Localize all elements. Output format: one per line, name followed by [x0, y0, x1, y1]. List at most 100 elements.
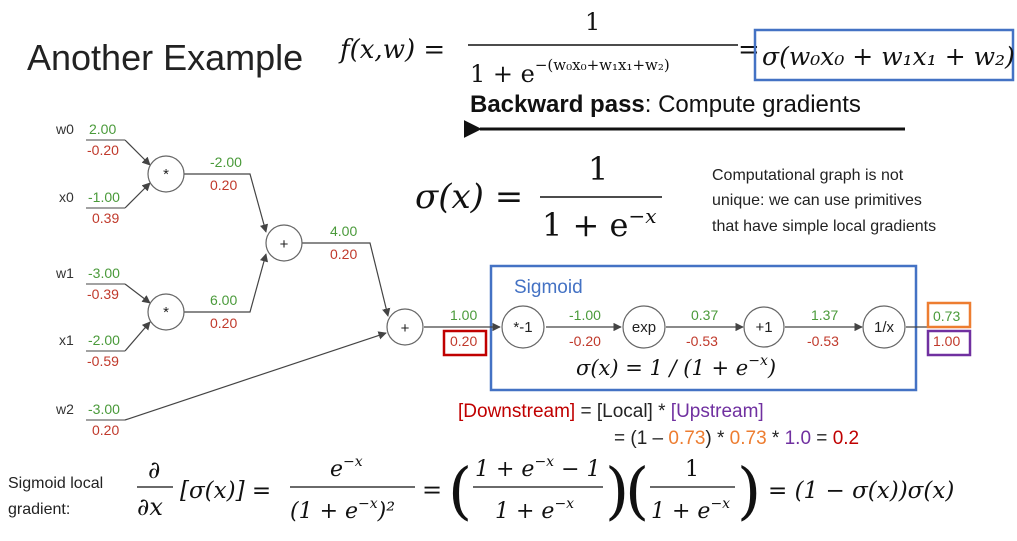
- edge-mul0-add0: [184, 173, 269, 233]
- input-value-x1: -2.00: [88, 332, 120, 348]
- node-reciprocal: 1/x: [862, 305, 906, 349]
- input-grad-w2: 0.20: [92, 422, 119, 438]
- node-neg: *-1: [501, 305, 545, 349]
- input-name-w1: w1: [55, 265, 74, 281]
- frac3-numerator: 1: [685, 457, 699, 482]
- edge-plus1-value: 1.37: [811, 307, 838, 323]
- edge-mul1-add0: [184, 253, 269, 313]
- node-add-0: +: [265, 224, 303, 262]
- sigma-definition: σ(x) = 1 1 + e−x: [415, 150, 662, 244]
- inputs: w0 2.00 -0.20 x0 -1.00 0.39 w1 -3.00 -0.…: [55, 121, 120, 438]
- edge-add0-value: 4.00: [330, 223, 357, 239]
- sigma-def-numerator: 1: [588, 150, 608, 188]
- chain-rule-line-2: = (1 – 0.73) * 0.73 * 1.0 = 0.2: [614, 428, 859, 449]
- edge-final-grad: 1.00: [933, 333, 960, 349]
- top-formula-lhs: f(x,w) =: [338, 35, 445, 65]
- node-mul-0-label: *: [163, 166, 169, 183]
- input-underlines: [86, 139, 125, 421]
- note-text: Computational graph is not unique: we ca…: [712, 167, 936, 235]
- backward-pass-heading: Backward pass: Compute gradients: [470, 91, 861, 118]
- paren-close-2: ): [737, 454, 761, 527]
- node-plus1-label: +1: [755, 319, 772, 336]
- output-value-highlight-box: [926, 301, 972, 329]
- note-line-1: Computational graph is not: [712, 167, 904, 184]
- edge-mul1-value: 6.00: [210, 292, 237, 308]
- note-line-2: unique: we can use primitives: [712, 192, 922, 209]
- derivative-denominator: ∂x: [137, 493, 163, 521]
- sigmoid-gradient-formula: ∂ ∂x [σ(x)] = e−x (1 + e−x)² = ( 1 + e−x…: [137, 454, 954, 527]
- note-line-3: that have simple local gradients: [712, 218, 936, 235]
- node-add-1: +: [386, 308, 424, 346]
- edge-labels: -2.00 0.20 6.00 0.20 4.00 0.20 1.00 0.20…: [210, 154, 960, 349]
- edge-add1-value: 1.00: [450, 307, 477, 323]
- sigmoid-local-label-1: Sigmoid local: [8, 475, 103, 492]
- edge-mul0-grad: 0.20: [210, 177, 237, 193]
- frac1-denominator: (1 + e−x)²: [290, 496, 395, 524]
- node-mul-0: *: [147, 155, 185, 193]
- equals-2: =: [422, 476, 442, 504]
- input-grad-w0: -0.20: [87, 142, 119, 158]
- top-formula-equals: =: [738, 35, 760, 65]
- input-name-w0: w0: [55, 121, 74, 137]
- graph-edges: [124, 139, 932, 421]
- input-name-x1: x1: [59, 332, 74, 348]
- edge-plus1-grad: -0.53: [807, 333, 839, 349]
- edge-add0-grad: 0.20: [330, 246, 357, 262]
- edge-w1-mul1: [124, 283, 151, 304]
- edge-w0-mul0: [124, 139, 151, 166]
- node-neg-label: *-1: [513, 319, 532, 336]
- input-name-x0: x0: [59, 189, 74, 205]
- node-reciprocal-label: 1/x: [874, 319, 895, 336]
- sigmoid-box-formula: σ(x) = 1 / (1 + e−x): [576, 353, 776, 380]
- boxed-sigmoid-formula-frame: [753, 28, 1015, 82]
- derivative-numerator: ∂: [148, 456, 160, 484]
- edge-exp-grad: -0.53: [686, 333, 718, 349]
- edge-add1-grad: 0.20: [450, 333, 477, 349]
- input-value-w0: 2.00: [89, 121, 116, 137]
- paren-close-1: ): [605, 454, 629, 527]
- graph-nodes: * * + + *-1 exp +1 1/x: [147, 155, 906, 349]
- node-plus1: +1: [743, 306, 785, 348]
- upstream-highlight-box: [926, 329, 972, 357]
- sigmoid-box: [489, 264, 918, 392]
- edge-neg-value: -1.00: [569, 307, 601, 323]
- node-exp: exp: [622, 305, 666, 349]
- input-grad-x0: 0.39: [92, 210, 119, 226]
- edge-final-value: 0.73: [933, 308, 960, 324]
- edge-x1-mul1: [124, 321, 151, 352]
- node-mul-1-label: *: [163, 304, 169, 321]
- chain-rule-line-1: [Downstream] = [Local] * [Upstream]: [458, 401, 764, 422]
- edge-x0-mul0: [124, 182, 151, 209]
- final-result: = (1 − σ(x))σ(x): [768, 478, 954, 504]
- node-add-0-label: +: [280, 236, 289, 253]
- sigma-def-lhs: σ(x) =: [415, 177, 523, 217]
- top-formula-numerator: 1: [585, 8, 600, 36]
- sigmoid-local-label-2: gradient:: [8, 501, 70, 518]
- sigmoid-box-label: Sigmoid: [514, 277, 583, 298]
- boxed-sigmoid-formula: σ(w₀x₀ + w₁x₁ + w₂): [762, 42, 1015, 71]
- input-value-x0: -1.00: [88, 189, 120, 205]
- sigma-bracket: [σ(x)] =: [180, 478, 271, 504]
- node-mul-1: *: [147, 293, 185, 331]
- input-name-w2: w2: [55, 401, 74, 417]
- input-value-w2: -3.00: [88, 401, 120, 417]
- edge-neg-grad: -0.20: [569, 333, 601, 349]
- edge-w2-add1: [124, 331, 387, 421]
- input-value-w1: -3.00: [88, 265, 120, 281]
- paren-open-1: (: [448, 454, 472, 527]
- downstream-highlight-box: [442, 329, 488, 357]
- sigma-def-denominator: 1 + e−x: [542, 204, 657, 244]
- node-exp-label: exp: [632, 319, 656, 336]
- top-formula-denominator: 1 + e−(w₀x₀+w₁x₁+w₂): [470, 56, 670, 88]
- page-title: Another Example: [27, 37, 303, 78]
- input-grad-x1: -0.59: [87, 353, 119, 369]
- edge-exp-value: 0.37: [691, 307, 718, 323]
- edge-mul1-grad: 0.20: [210, 315, 237, 331]
- frac3-denominator: 1 + e−x: [651, 496, 730, 524]
- frac1-numerator: e−x: [330, 454, 363, 482]
- paren-open-2: (: [625, 454, 649, 527]
- node-add-1-label: +: [401, 320, 410, 337]
- edge-mul0-value: -2.00: [210, 154, 242, 170]
- edge-add0-add1: [302, 242, 391, 317]
